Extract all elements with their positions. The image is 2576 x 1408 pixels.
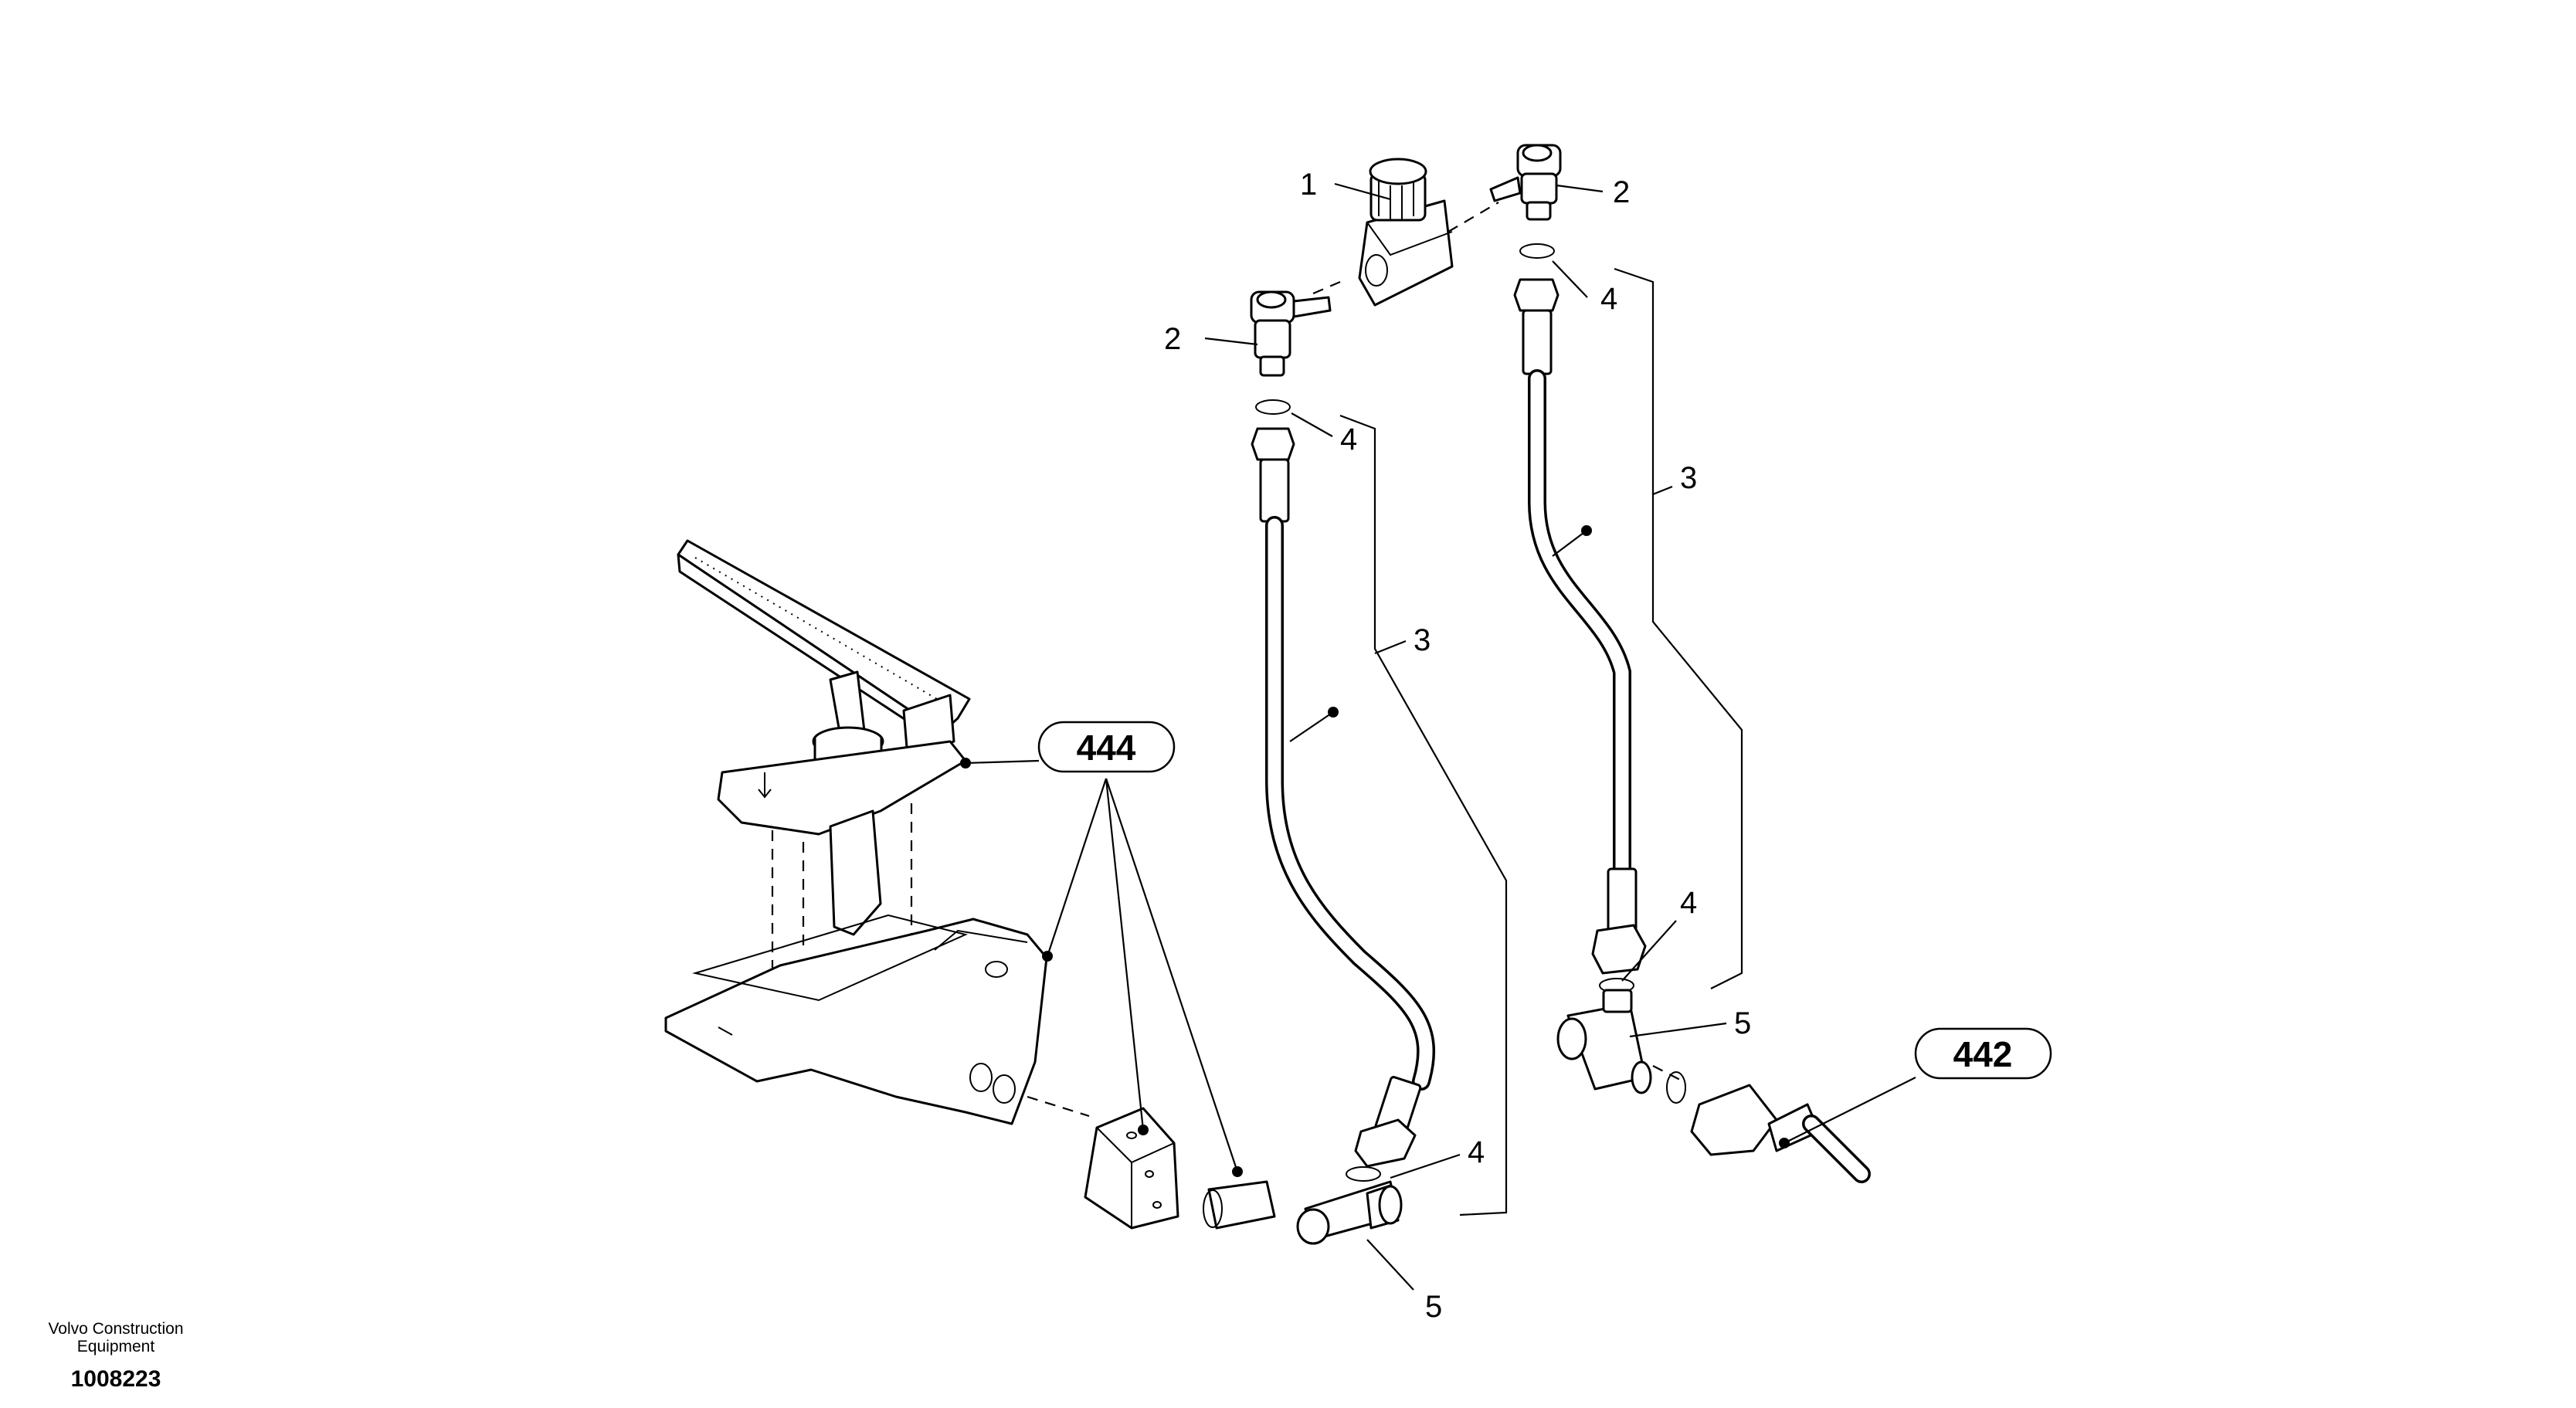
- callout-2-right: 2: [1613, 175, 1630, 209]
- pedal-base: [664, 918, 1048, 1125]
- drawing-footer: Volvo Construction Equipment 1008223: [48, 1320, 183, 1392]
- callout-4-middle-right: 4: [1680, 886, 1697, 920]
- tee-fitting-upper: [1556, 989, 1652, 1094]
- elbow-fitting-right: [1489, 144, 1562, 221]
- reference-444-label: 444: [1077, 728, 1136, 768]
- hose-442: [1652, 1065, 1871, 1183]
- tee-fitting-lower: [1203, 1180, 1403, 1245]
- callout-3-left: 3: [1414, 623, 1431, 657]
- drawing-number: 1008223: [71, 1366, 161, 1392]
- o-rings: [1255, 243, 1686, 1182]
- small-valve-block: [1084, 1107, 1179, 1230]
- leader-lines: [960, 182, 1916, 1291]
- elbow-fitting-left: [1250, 290, 1332, 377]
- reference-badge-442[interactable]: 442: [1914, 1027, 2052, 1080]
- callout-4-top-right: 4: [1600, 282, 1617, 316]
- callout-5-upper: 5: [1734, 1006, 1751, 1040]
- brake-pedal-assembly: [664, 539, 1090, 1125]
- callout-1: 1: [1300, 168, 1317, 202]
- hose-left: [1251, 427, 1436, 1168]
- callout-5-lower: 5: [1425, 1290, 1442, 1324]
- manufacturer-line-1: Volvo Construction: [48, 1320, 183, 1338]
- callout-2-left: 2: [1164, 322, 1181, 356]
- pedal-bracket: [717, 740, 967, 836]
- bracket-left-hose: [1339, 414, 1508, 1216]
- hose-right: [1513, 278, 1647, 975]
- pedal-plate-edge: [677, 553, 944, 743]
- reference-badge-444[interactable]: 444: [1037, 721, 1176, 773]
- callout-4-lower-left: 4: [1468, 1135, 1485, 1169]
- bracket-right-hose: [1614, 267, 1743, 989]
- manufacturer-line-2: Equipment: [77, 1338, 155, 1355]
- callout-4-top-left: 4: [1340, 422, 1357, 456]
- callout-labels: 1 2 2 4 4 3 3 4 5 4 5: [1164, 168, 1751, 1324]
- valve-block-part-1: [1312, 158, 1499, 307]
- reference-442-label: 442: [1953, 1034, 2013, 1074]
- callout-3-right: 3: [1680, 461, 1697, 495]
